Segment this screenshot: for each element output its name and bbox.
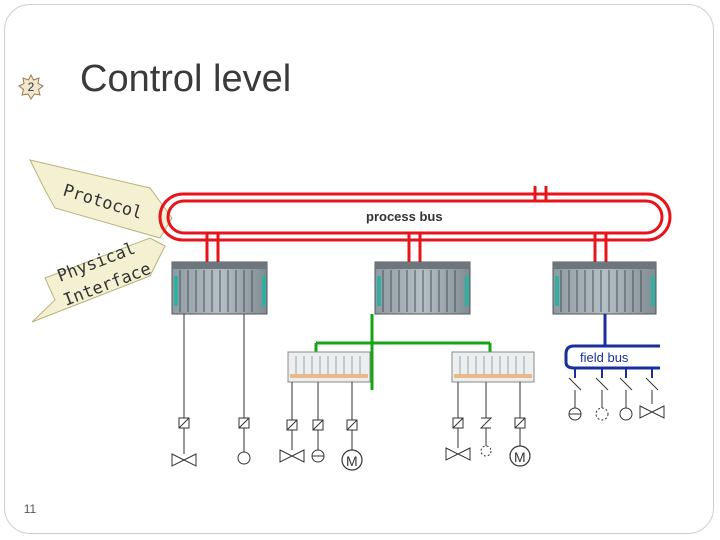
valve-icon xyxy=(171,405,665,467)
slide-frame xyxy=(4,4,714,534)
page-title: Control level xyxy=(80,58,292,100)
plc-rack xyxy=(374,261,471,315)
local-bus xyxy=(314,314,492,390)
field-bus: field bus xyxy=(564,314,660,378)
field-bus-label: field bus xyxy=(580,350,629,365)
remote-io-module xyxy=(287,351,371,383)
physical-interface-ribbon: Physical Interface xyxy=(31,237,166,323)
field-switch-icon xyxy=(479,377,659,429)
remote-io-module xyxy=(451,351,535,383)
protocol-ribbon: Protocol xyxy=(29,159,173,239)
field-wiring xyxy=(183,314,521,420)
process-bus-label: process bus xyxy=(366,209,443,224)
badge-number: 2 xyxy=(27,80,35,94)
starburst-badge-icon xyxy=(18,74,44,100)
indicator-icon xyxy=(237,407,633,465)
plc-rack xyxy=(171,261,268,315)
process-bus: process bus xyxy=(158,186,672,262)
page-number: 11 xyxy=(23,502,37,516)
motor-icon: M xyxy=(509,445,531,467)
connector-lines xyxy=(183,428,521,454)
plc-rack xyxy=(552,261,657,315)
motor-label: M xyxy=(346,453,358,469)
motor-icon: M xyxy=(341,449,363,471)
motor-label: M xyxy=(514,449,526,465)
field-sensor-icon xyxy=(178,417,526,431)
